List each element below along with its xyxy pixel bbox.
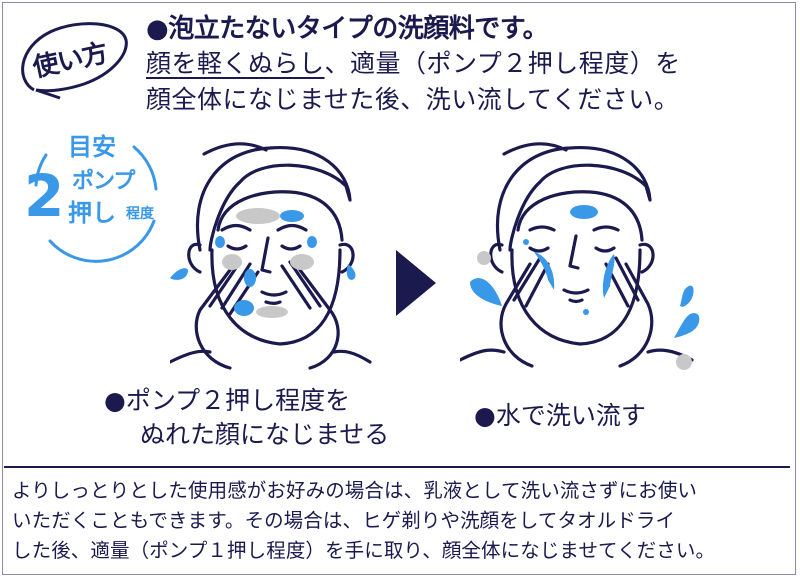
guide-label-pump: ポンプ bbox=[72, 169, 135, 194]
face-rinsing-illustration bbox=[460, 142, 700, 370]
step-1-line-1: ●ポンプ２押し程度を bbox=[104, 384, 389, 418]
intro-line-1: 顔を軽くぬらし、適量（ポンプ２押し程度）を bbox=[146, 46, 681, 82]
intro-line-2: 顔全体になじませた後、洗い流してください。 bbox=[146, 85, 680, 114]
intro-underlined: 顔を軽くぬらし bbox=[146, 49, 325, 78]
next-step-arrow-icon bbox=[396, 250, 436, 316]
guide-number: 2 bbox=[24, 162, 65, 230]
note-line-1: よりしっとりとした使用感がお好みの場合は、乳液として洗い流さずにお使い bbox=[12, 479, 698, 502]
headline-bullet: ● bbox=[146, 14, 169, 44]
guide-label-top: 目安 bbox=[68, 133, 116, 161]
face-applying-product-illustration bbox=[170, 142, 372, 370]
note-line-2: いただくこともできます。その場合は、ヒゲ剃りや洗顔をしてタオルドライ bbox=[12, 509, 676, 532]
headline: ●泡立たないタイプの洗顔料です。 bbox=[146, 8, 549, 45]
step-1-line-2: ぬれた顔になじませる bbox=[140, 420, 390, 449]
guide-label-degree: 程度 bbox=[126, 206, 154, 222]
guide-circle: 目安 ポンプ 2 押し 程度 bbox=[18, 125, 168, 265]
step-2-caption: ●水で洗い流す bbox=[474, 396, 646, 432]
circle-arc-icon bbox=[34, 145, 158, 263]
step-1-bullet: ● bbox=[104, 386, 126, 415]
section-divider bbox=[4, 466, 790, 468]
how-to-use-badge: 使い方 bbox=[14, 18, 132, 100]
intro-line-1-rest: 、適量（ポンプ２押し程度）を bbox=[324, 49, 681, 78]
usage-note: よりしっとりとした使用感がお好みの場合は、乳液として洗い流さずにお使い いただく… bbox=[12, 476, 715, 566]
note-line-3: した後、適量（ポンプ１押し程度）を手に取り、顔全体になじませてください。 bbox=[12, 539, 716, 562]
guide-label-push: 押し bbox=[68, 199, 116, 227]
step-2-text: 水で洗い流す bbox=[495, 401, 646, 430]
step-1-caption: ●ポンプ２押し程度を ぬれた顔になじませる bbox=[104, 384, 389, 452]
headline-text: 泡立たないタイプの洗顔料です。 bbox=[168, 14, 549, 44]
step-2-bullet: ● bbox=[474, 401, 496, 430]
intro-text: 顔を軽くぬらし、適量（ポンプ２押し程度）を 顔全体になじませた後、洗い流してくだ… bbox=[146, 46, 681, 118]
step-1-text: ポンプ２押し程度を bbox=[125, 386, 351, 415]
oval-outline-icon bbox=[21, 22, 128, 100]
